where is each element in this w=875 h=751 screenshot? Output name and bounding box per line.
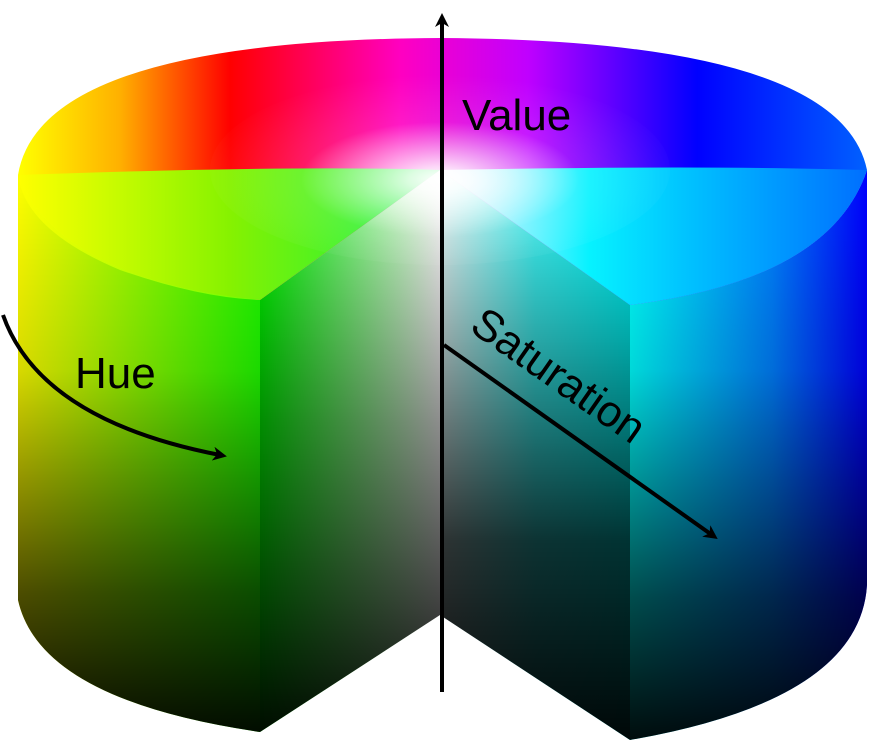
cylinder-cut-face-left bbox=[260, 170, 440, 732]
cylinder-right-side bbox=[630, 170, 867, 740]
hue-arrow bbox=[1, 314, 227, 461]
saturation-arrow bbox=[442, 343, 718, 540]
cylinder-cut-face-right bbox=[440, 170, 630, 740]
hue-label: Hue bbox=[75, 349, 156, 398]
value-label: Value bbox=[462, 91, 571, 140]
cylinder-left-side bbox=[18, 175, 260, 732]
